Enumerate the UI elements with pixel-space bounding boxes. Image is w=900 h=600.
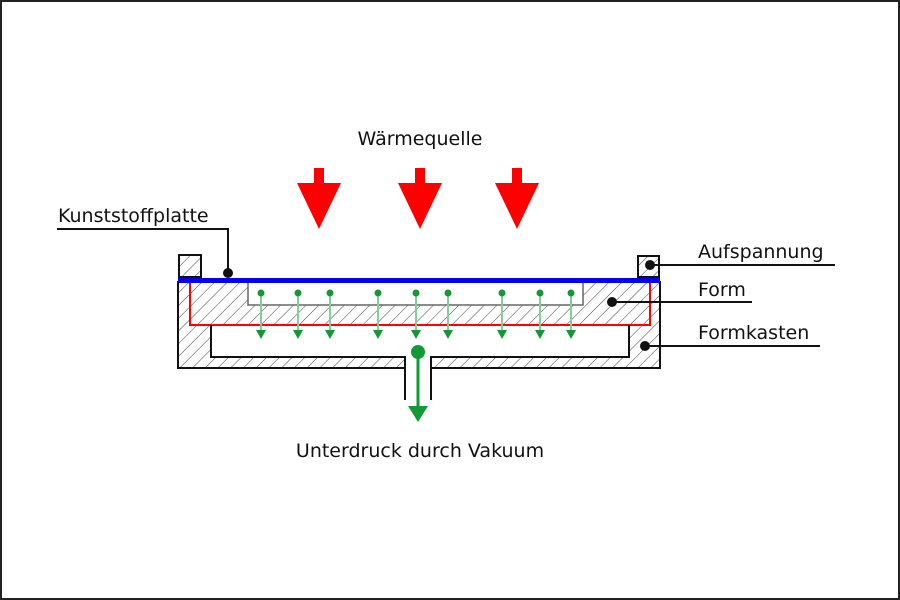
heat-arrow — [398, 168, 442, 229]
vacuum-flow-arrow — [408, 345, 428, 422]
suction-channel — [373, 289, 383, 339]
mold-label: Form — [698, 279, 746, 301]
plastic-sheet — [178, 278, 660, 283]
heat-arrow — [297, 168, 341, 229]
suction-channel — [293, 289, 303, 339]
vacuum-label: Unterdruck durch Vakuum — [296, 440, 544, 462]
leader-mold-box — [640, 341, 820, 351]
clamping-label: Aufspannung — [698, 241, 824, 263]
leader-plastic-sheet — [57, 228, 233, 278]
suction-channel — [256, 289, 266, 339]
leader-mold — [607, 297, 752, 307]
heat-arrows — [297, 168, 539, 229]
suction-channel — [535, 289, 545, 339]
mold-box-label: Formkasten — [698, 322, 809, 344]
leader-clamping — [645, 260, 835, 270]
clamp-left — [178, 254, 202, 278]
suction-channel — [497, 289, 507, 339]
suction-channel — [411, 289, 421, 339]
heat-arrow — [495, 168, 539, 229]
suction-channels — [256, 289, 576, 339]
suction-channel — [566, 289, 576, 339]
suction-channel — [443, 289, 453, 339]
heat-source-label: Wärmequelle — [358, 128, 483, 150]
mold-box-cavity — [210, 325, 630, 358]
suction-channel — [325, 289, 335, 339]
plastic-sheet-label: Kunststoffplatte — [58, 205, 209, 227]
mold-outline — [189, 282, 651, 326]
